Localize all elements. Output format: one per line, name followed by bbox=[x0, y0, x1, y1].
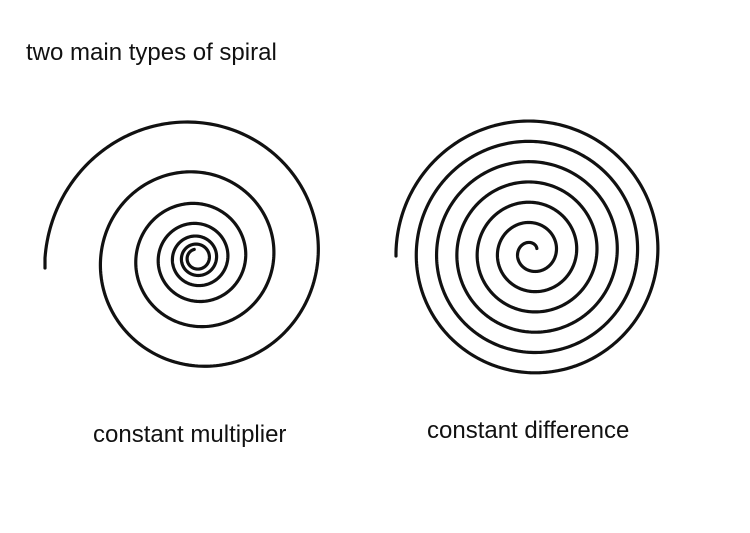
constant-difference-spiral bbox=[394, 119, 660, 375]
constant-multiplier-label: constant multiplier bbox=[93, 421, 287, 448]
constant-multiplier-spiral bbox=[43, 120, 320, 368]
page-title: two main types of spiral bbox=[26, 39, 277, 66]
constant-difference-label: constant difference bbox=[427, 417, 630, 444]
